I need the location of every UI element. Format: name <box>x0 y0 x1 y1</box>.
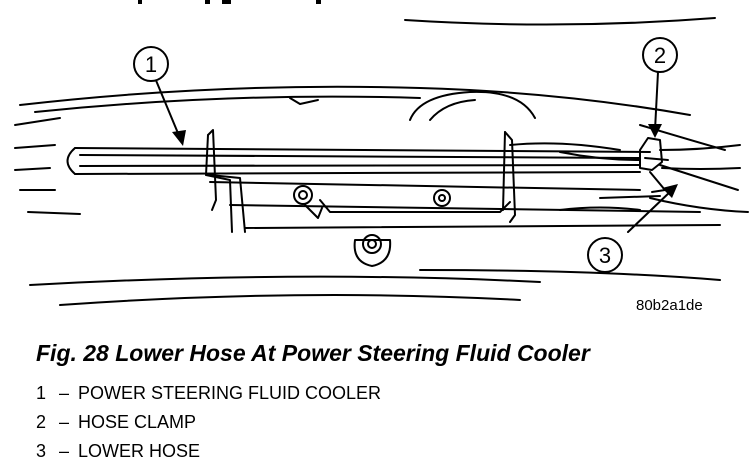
legend-item-separator: – <box>58 441 69 461</box>
legend-item-label: POWER STEERING FLUID COOLER <box>78 383 382 403</box>
lower-hose <box>659 144 741 170</box>
legend: 1–POWER STEERING FLUID COOLER 2–HOSE CLA… <box>36 382 381 469</box>
hose-clamp <box>639 137 669 193</box>
legend-item-separator: – <box>58 412 69 432</box>
leader-arrow-2 <box>654 71 659 131</box>
lower-frame-rail <box>209 181 721 229</box>
legend-item-number: 2 <box>36 412 47 432</box>
legend-item-number: 3 <box>36 441 47 461</box>
leader-arrow-3 <box>627 189 673 233</box>
cooler-tube <box>66 142 651 175</box>
fasteners <box>293 185 451 267</box>
figure-code: 80b2a1de <box>636 297 703 314</box>
cooler-line-drawing: 1 2 3 <box>14 0 749 306</box>
legend-item-label: HOSE CLAMP <box>78 412 197 432</box>
leader-arrow-1 <box>154 77 181 139</box>
legend-item: 3–LOWER HOSE <box>36 440 381 469</box>
callout-3: 3 <box>587 237 623 273</box>
callout-1: 1 <box>133 46 169 82</box>
left-bracket <box>205 129 246 233</box>
legend-item-label: LOWER HOSE <box>78 441 201 461</box>
legend-item-separator: – <box>58 383 69 403</box>
leader-arrows <box>154 71 673 233</box>
lower-bumper-arcs <box>29 269 721 306</box>
arrow-heads <box>172 124 678 198</box>
cut-top-text <box>138 0 321 4</box>
callout-2-number: 2 <box>654 43 666 68</box>
callout-3-number: 3 <box>599 243 611 268</box>
callout-2: 2 <box>642 37 678 73</box>
legend-item-number: 1 <box>36 383 47 403</box>
callout-1-number: 1 <box>145 52 157 77</box>
reservoir-outline <box>289 90 536 121</box>
figure-caption: Fig. 28 Lower Hose At Power Steering Flu… <box>36 340 590 366</box>
right-bracket <box>502 131 516 223</box>
legend-item: 1–POWER STEERING FLUID COOLER <box>36 382 381 411</box>
legend-item: 2–HOSE CLAMP <box>36 411 381 440</box>
